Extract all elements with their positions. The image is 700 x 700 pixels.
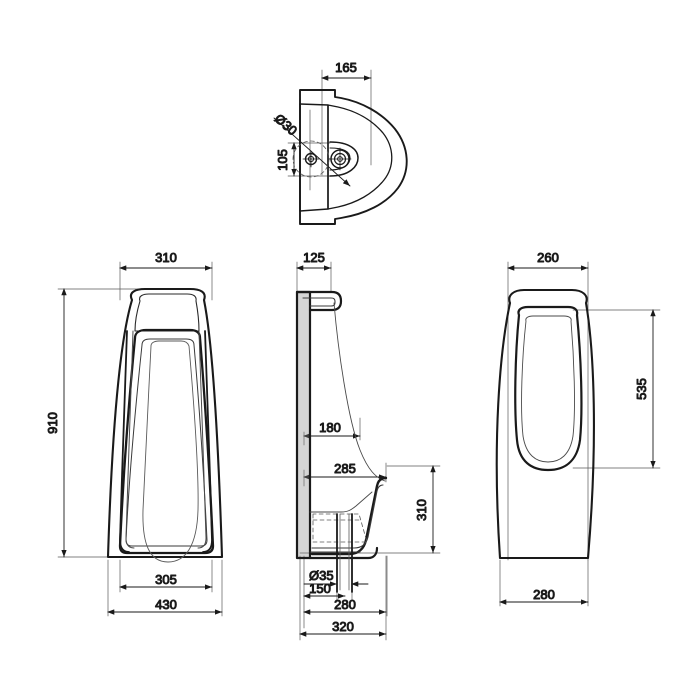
dim-125: 125	[296, 250, 332, 271]
dim-105-label: 105	[275, 149, 290, 171]
dim-260: 260	[507, 250, 589, 271]
dim-910-label: 910	[45, 412, 60, 434]
top-view-outer-outline	[299, 89, 408, 225]
top-view-wall-face	[299, 103, 329, 212]
front-view-rib-left-inner	[125, 330, 135, 549]
dim-320-label: 320	[332, 619, 354, 634]
dim-280-side-label: 280	[334, 597, 356, 612]
top-view-hole-small	[302, 150, 320, 168]
side-view-top-rim	[295, 290, 343, 312]
rear-view-recess-inner	[521, 315, 575, 463]
side-view-front-contour	[333, 302, 386, 482]
dim-430: 430	[107, 597, 223, 615]
dim-180: 180	[303, 420, 361, 439]
top-view-inner-outline	[327, 104, 393, 210]
side-view-bowl-front-lip-inner	[311, 484, 384, 549]
dim-260-label: 260	[537, 250, 559, 265]
front-view-basin	[142, 340, 199, 563]
side-view-bowl-interior	[309, 491, 373, 513]
dim-310-side: 310	[414, 465, 436, 554]
front-view-rib-left-outer	[119, 330, 130, 553]
dim-165-label: 165	[335, 60, 357, 75]
dim-dia35: Ø35	[303, 568, 369, 587]
dim-dia35-label: Ø35	[309, 568, 334, 583]
side-view-back-wall	[295, 290, 312, 560]
top-view-hole-large	[328, 147, 352, 171]
dim-280-rear: 280	[499, 587, 589, 605]
side-view: 125 180 285 310 Ø35 150	[295, 250, 441, 641]
rear-view-recess-outer	[514, 305, 583, 472]
top-view-boss-outline	[329, 141, 359, 177]
dim-310-side-label: 310	[414, 499, 429, 521]
rear-view: 260 535 280	[495, 250, 661, 607]
dim-280-side: 280	[303, 597, 387, 615]
front-view-rib-right-outer	[202, 330, 213, 553]
dim-165: 165	[321, 60, 372, 81]
dim-305-label: 305	[155, 572, 177, 587]
dim-dia30-label: Ø30	[272, 111, 300, 138]
dim-310-front-label: 310	[155, 250, 177, 265]
side-view-bowl-front-lip	[310, 476, 388, 556]
dim-320: 320	[299, 619, 387, 637]
dim-305: 305	[119, 572, 213, 590]
dim-150: 150	[303, 581, 346, 599]
front-view-extension-lines	[57, 261, 223, 617]
dim-280-rear-label: 280	[533, 587, 555, 602]
front-view-splash-lip	[134, 293, 200, 332]
dim-910: 910	[45, 288, 67, 558]
rear-view-outer-silhouette	[495, 288, 595, 560]
front-view-bowl-rim	[118, 328, 215, 555]
top-view: 165 105 Ø30	[271, 60, 408, 225]
front-view-rib-right-inner	[197, 330, 207, 549]
dim-535: 535	[634, 309, 656, 469]
dim-180-label: 180	[319, 420, 341, 435]
side-view-base-skirt	[308, 546, 379, 560]
front-view-bowl-rim-inner	[125, 338, 208, 547]
dim-310-front: 310	[119, 250, 213, 271]
dim-285: 285	[303, 461, 387, 480]
dim-535-label: 535	[634, 378, 649, 400]
side-view-outlet-pipe	[336, 513, 353, 593]
dim-150-label: 150	[309, 581, 331, 596]
dim-105: 105	[275, 142, 297, 177]
dim-285-label: 285	[334, 461, 356, 476]
front-view-outer-silhouette	[106, 287, 224, 559]
dim-430-label: 430	[155, 597, 177, 612]
front-view: 310 910 305 430	[45, 250, 224, 617]
side-view-top-rim-inner	[302, 297, 336, 307]
dim-125-label: 125	[303, 250, 325, 265]
